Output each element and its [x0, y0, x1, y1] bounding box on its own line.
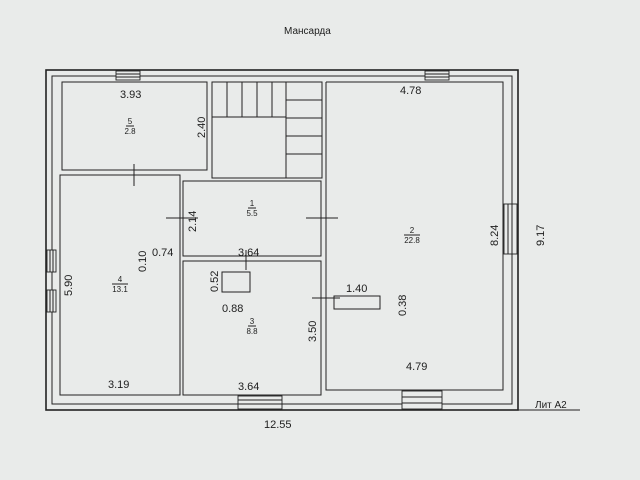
room-1-outline [182, 180, 322, 257]
dim-9-17: 9.17 [535, 225, 547, 246]
svg-text:2.8: 2.8 [124, 127, 136, 136]
room-4-outline [59, 174, 181, 396]
plan-title: Мансарда [284, 26, 331, 37]
dim-1-40: 1.40 [346, 283, 367, 295]
dim-3-93: 3.93 [120, 89, 141, 101]
dim-0-74: 0.74 [152, 247, 173, 259]
fixture-room-3 [221, 271, 251, 293]
room-2-outline [325, 81, 504, 391]
svg-text:3: 3 [250, 317, 255, 326]
dim-12-55: 12.55 [264, 419, 292, 431]
outer-wall [45, 69, 519, 411]
room-label-3: 3 8.8 [246, 317, 258, 336]
svg-text:5: 5 [128, 117, 133, 126]
room-label-1: 1 5.5 [246, 199, 258, 218]
room-label-2: 2 22.8 [404, 226, 420, 245]
dim-3-64-bottom: 3.64 [238, 381, 259, 393]
svg-text:2: 2 [410, 226, 415, 235]
door-marks [133, 164, 340, 299]
svg-text:1: 1 [250, 199, 255, 208]
svg-text:4: 4 [118, 275, 123, 284]
stairs-side [285, 81, 323, 179]
dim-0-88: 0.88 [222, 303, 243, 315]
dim-3-64-top: 3.64 [238, 247, 259, 259]
svg-text:13.1: 13.1 [112, 285, 128, 294]
dim-3-19: 3.19 [108, 379, 129, 391]
dim-5-90: 5.90 [63, 275, 75, 296]
dim-2-14: 2.14 [187, 211, 199, 232]
dim-8-24: 8.24 [489, 225, 501, 246]
windows [46, 70, 518, 410]
lit-label: Лит А2 [535, 400, 567, 411]
svg-text:8.8: 8.8 [246, 327, 258, 336]
stairs-top [211, 81, 287, 118]
dim-0-52: 0.52 [209, 271, 221, 292]
fixture-room-2 [333, 295, 381, 310]
room-3-outline [182, 260, 322, 396]
room-label-5: 5 2.8 [124, 117, 136, 136]
dim-4-78: 4.78 [400, 85, 421, 97]
dim-2-40: 2.40 [196, 117, 208, 138]
dim-0-38: 0.38 [397, 295, 409, 316]
dim-4-79: 4.79 [406, 361, 427, 373]
dim-3-50: 3.50 [307, 321, 319, 342]
svg-text:22.8: 22.8 [404, 236, 420, 245]
room-label-4: 4 13.1 [112, 275, 128, 294]
dim-0-10: 0.10 [137, 251, 149, 272]
inner-wall-line [51, 75, 513, 405]
stair-hall-outline [211, 81, 323, 179]
svg-text:5.5: 5.5 [246, 209, 258, 218]
